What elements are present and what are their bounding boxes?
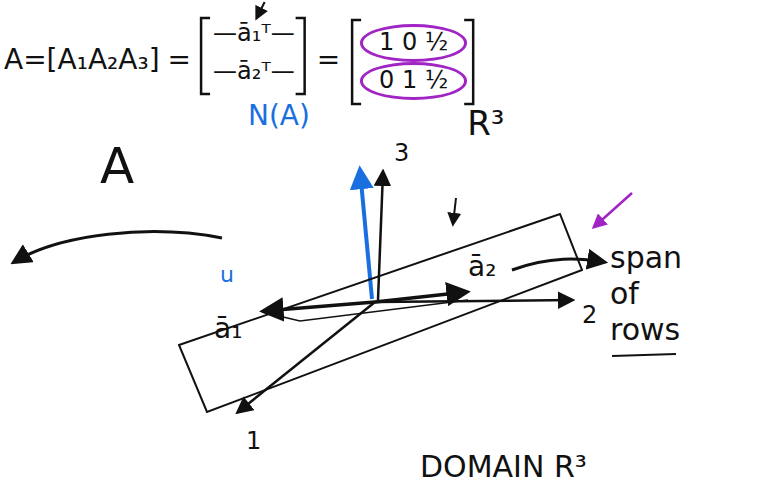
plane-edge — [179, 214, 582, 412]
matrix-bracket — [464, 20, 473, 104]
vector-label-box: ā₂ — [468, 251, 496, 283]
row-space-plane: ā₁ ā₂ — [178, 213, 583, 414]
row-ellipse: 1 0 ½ — [360, 24, 467, 62]
row-vector-label-box: —ā₂ᵀ— — [213, 58, 295, 86]
matrix-definition-box: A=[A₁A₂A₃] — [4, 44, 160, 76]
pointer-arrow — [594, 193, 632, 227]
domain-label-box: DOMAIN R³ — [420, 450, 587, 485]
axis-number-box: 3 — [394, 140, 409, 168]
note-mark-box: u — [220, 262, 234, 287]
matrix-row: 1 0 ½ — [379, 29, 448, 57]
matrix-bracket — [201, 18, 210, 94]
axis-number-box: 1 — [246, 428, 261, 456]
pointer-arrow — [453, 198, 456, 224]
axis-3 — [378, 172, 383, 300]
vector-label: ā₂ — [468, 251, 496, 283]
vector-label: ā₁ — [214, 313, 242, 345]
axis-number: 2 — [582, 302, 597, 330]
underline — [612, 354, 676, 356]
null-space-label: N(A) — [248, 100, 310, 132]
plane-note-box: span of rows — [610, 240, 706, 348]
matrix-name-box: A — [100, 138, 134, 196]
row-vector-label: —ā₂ᵀ— — [213, 58, 295, 86]
matrix-name: A — [100, 138, 134, 196]
matrix-bracket — [296, 18, 305, 94]
equals-sign: = — [317, 44, 340, 76]
matrix-bracket — [352, 20, 361, 104]
matrix-row: 0 1 ½ — [379, 67, 448, 95]
axis-number: 3 — [394, 140, 409, 168]
axis-number: 1 — [246, 428, 261, 456]
equals-sign: = — [168, 44, 191, 76]
axis-number-box: 2 — [582, 302, 597, 330]
vector-label-box: ā₁ — [214, 313, 242, 345]
equals-sign-box: = — [317, 44, 340, 76]
row-ellipse: 0 1 ½ — [360, 62, 467, 100]
vector-sketch — [262, 300, 468, 321]
note-mark: u — [220, 262, 234, 287]
row-vector-2 — [375, 292, 466, 302]
row-vector-label: —ā₁ᵀ— — [213, 20, 295, 48]
null-space-label-box: N(A) — [248, 100, 310, 132]
curved-arrow — [512, 259, 604, 270]
row-vector-label-box: —ā₁ᵀ— — [213, 20, 295, 48]
space-label-box: R³ — [467, 104, 504, 143]
pointer-arrow — [257, 2, 265, 18]
space-label: R³ — [467, 104, 504, 143]
equals-sign-box: = — [168, 44, 191, 76]
plane-note: span of rows — [610, 240, 706, 348]
curved-arrow — [14, 232, 222, 262]
matrix-definition: A=[A₁A₂A₃] — [4, 44, 160, 76]
domain-label: DOMAIN R³ — [420, 450, 587, 485]
